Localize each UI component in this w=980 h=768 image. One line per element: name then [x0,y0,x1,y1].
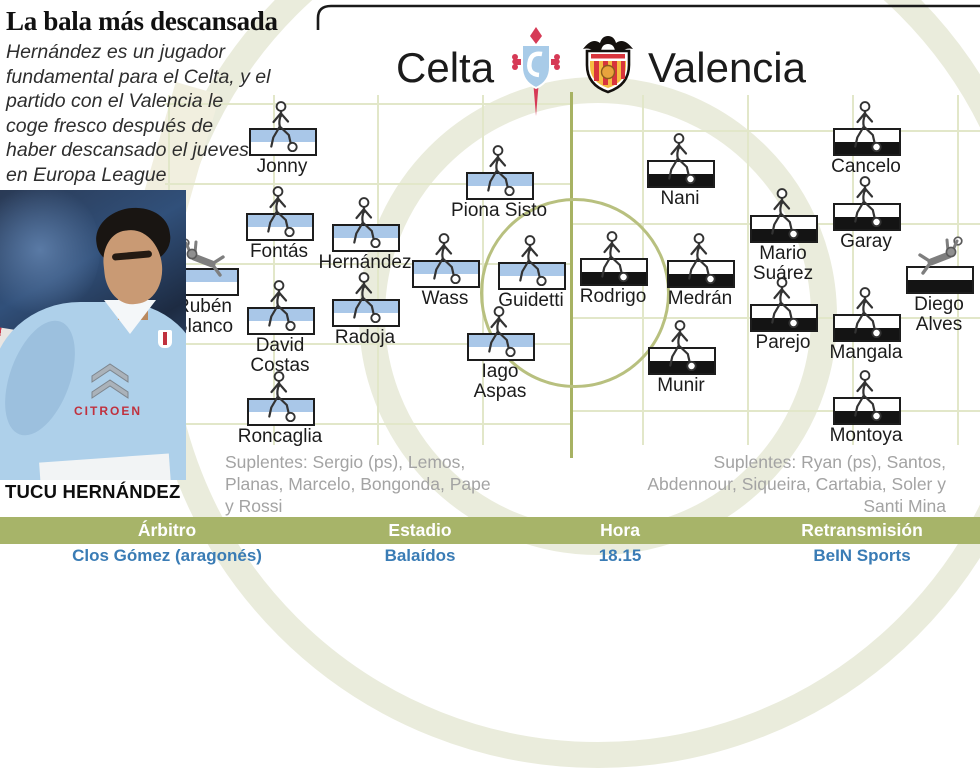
panel-top-rule [316,4,980,30]
player-figure-icon [846,369,886,421]
player-name-label: Munir [657,375,705,396]
player-name-label: Montoya [829,425,903,446]
player-name-label: Jonny [256,156,308,177]
jersey-box [647,160,715,188]
player-name-label: Mangala [829,342,903,363]
text-line: Hernández es un jugador [6,41,225,63]
player-figure-icon [259,185,299,237]
player-name-label: Hernández [318,252,412,273]
text-line: en Europa League [6,163,167,186]
player-figure-icon [846,175,886,227]
grid-line [165,343,571,345]
text-line: haber descansado el jueves [6,139,249,161]
away-team-name: Valencia [648,44,806,91]
grid-line [165,183,571,185]
player-name-label: Roncaglia [237,426,323,447]
player-name-label: Piona Sisto [450,200,548,221]
player-figure-icon [260,370,300,422]
player-figure-icon [511,234,551,286]
headline: La bala más descansada [6,6,278,36]
info-table-header-bar: Árbitro Estadio Hora Retransmisión [0,517,980,544]
player-name-label: Fontás [249,241,309,262]
jersey-box [906,266,974,294]
jersey-box [171,268,239,296]
player-figure-icon [480,305,520,357]
celta-shirt-crest [158,330,172,348]
player-figure-icon [593,230,633,282]
text-line: Abdennour, Siqueira, Cartabia, Soler y [647,474,946,494]
grid-line [165,103,571,105]
text-line: Santi Mina [863,496,946,516]
player-figure-icon [345,196,385,248]
player-name-label: Rodrigo [579,286,647,307]
info-header-hora: Hora [600,520,640,540]
grid-line [852,95,854,445]
player-figure-icon [846,100,886,152]
text-line: fundamental para el Celta, y el [6,65,271,88]
player-figure-icon [660,132,700,184]
away-substitutes: Suplentes: Ryan (ps), Santos,Abdennour, … [622,451,946,517]
player-name-label: Medrán [667,288,733,309]
player-figure-icon [661,319,701,371]
celta-crest-icon [512,27,560,116]
jersey-box [466,172,534,200]
player-figure-icon [262,100,302,152]
grid-line [571,410,980,412]
grid-line [747,95,749,445]
jersey-box [247,307,315,335]
photo-caption: TUCU HERNÁNDEZ [5,481,181,502]
citroen-chevrons-icon [91,363,129,399]
player-figure-icon [479,144,519,196]
jersey-box [833,203,901,231]
grid-line [377,95,379,445]
player-name-label: Radoja [334,327,396,348]
player-name-label: Parejo [755,332,811,353]
player-photo: CITROEN [0,190,186,480]
grid-line [571,130,980,132]
centercircle [480,198,670,388]
player-name-label: Guidetti [498,290,564,311]
text-line: Suplentes: Sergio (ps), Lemos, [225,452,466,472]
text-line: partido con el Valencia le [6,90,224,112]
info-header-estadio: Estadio [388,520,452,540]
text-line: y Rossi [225,496,283,516]
text-line: coge fresco después de [6,114,214,137]
player-name-label: Nani [660,188,700,209]
home-substitutes: Suplentes: Sergio (ps), Lemos,Planas, Ma… [225,451,525,517]
valencia-crest-icon [583,36,633,94]
jersey-box [247,398,315,426]
player-name-label: Cancelo [831,156,901,177]
player-name-label: Wass [421,288,469,309]
text-line: Suplentes: Ryan (ps), Santos, [713,452,946,472]
info-value-3: BeIN Sports [813,546,911,565]
grid-line [165,263,571,265]
sponsor-text: CITROEN [74,404,142,418]
player-name-label: Garay [840,231,892,252]
info-value-1: Balaídos [384,546,456,565]
grid-line [165,423,571,425]
info-value-2: 18.15 [598,546,642,565]
info-header-arbitro: Árbitro [137,520,197,540]
grid-line [273,95,275,445]
info-value-0: Clos Gómez (aragonés) [72,546,262,565]
info-header-retransmision: Retransmisión [801,520,923,540]
home-team-name: Celta [396,44,495,91]
jersey-box [833,314,901,342]
text-line: Planas, Marcelo, Bongonda, Pape [225,474,491,494]
